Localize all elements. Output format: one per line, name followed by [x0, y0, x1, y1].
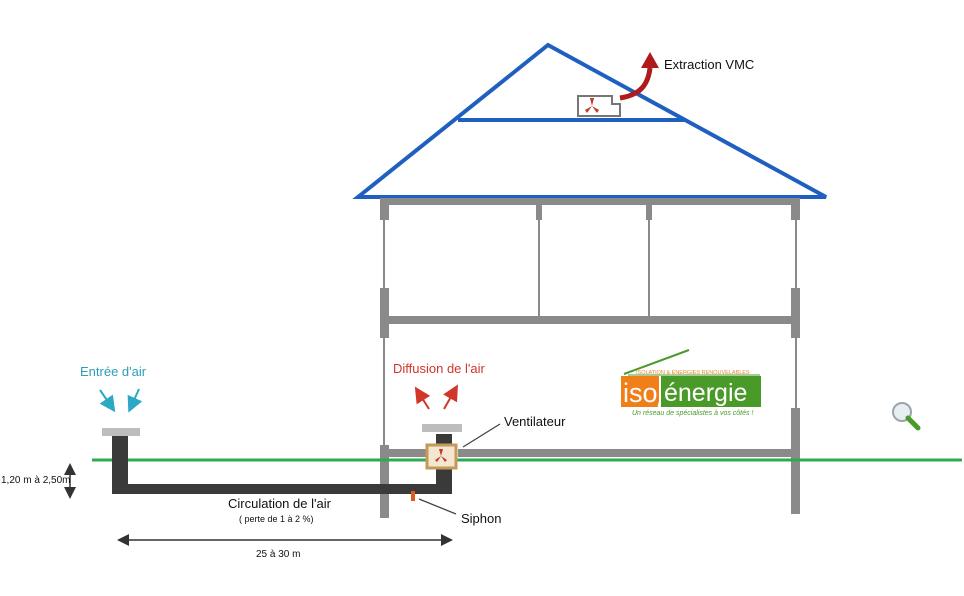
extraction-unit [577, 95, 621, 117]
depth-label: 1,20 m à 2,50m [1, 475, 70, 486]
fan-label: Ventilateur [504, 414, 566, 429]
diffusion-arrow-right [443, 384, 458, 410]
logo-part2: énergie [664, 379, 747, 407]
siphon-marker [411, 491, 415, 501]
length-label: 25 à 30 m [256, 549, 300, 560]
diffusion-arrow-left [414, 386, 431, 410]
air-diffusion-label: Diffusion de l'air [393, 361, 486, 376]
logo-tagline-bottom: Un réseau de spécialistes à vos côtés ! [632, 410, 753, 417]
logo-part1: iso [623, 378, 658, 408]
fan-leader [462, 423, 501, 448]
siphon-leader [418, 498, 457, 515]
extraction-label: Extraction VMC [664, 57, 754, 72]
fan-box [425, 443, 458, 470]
loss-label: ( perte de 1 à 2 %) [239, 514, 314, 524]
logo-tagline-top: ISOLATION & ÉNERGIES RENOUVELABLES [636, 369, 750, 376]
roof [352, 42, 827, 199]
inlet-arrow-left [99, 389, 116, 413]
air-inlet-label: Entrée d'air [80, 364, 147, 379]
fan-icon [435, 449, 447, 462]
fan-icon [585, 98, 599, 113]
extraction-arrow [619, 67, 653, 101]
magnifier-icon[interactable] [892, 402, 921, 431]
siphon-label: Siphon [461, 511, 501, 526]
iso-energie-logo: ISOLATION & ÉNERGIES RENOUVELABLES iso é… [621, 349, 761, 417]
inlet-arrow-right [127, 388, 143, 413]
extraction-arrow-head [641, 52, 659, 68]
air-circulation-label: Circulation de l'air [228, 496, 332, 511]
